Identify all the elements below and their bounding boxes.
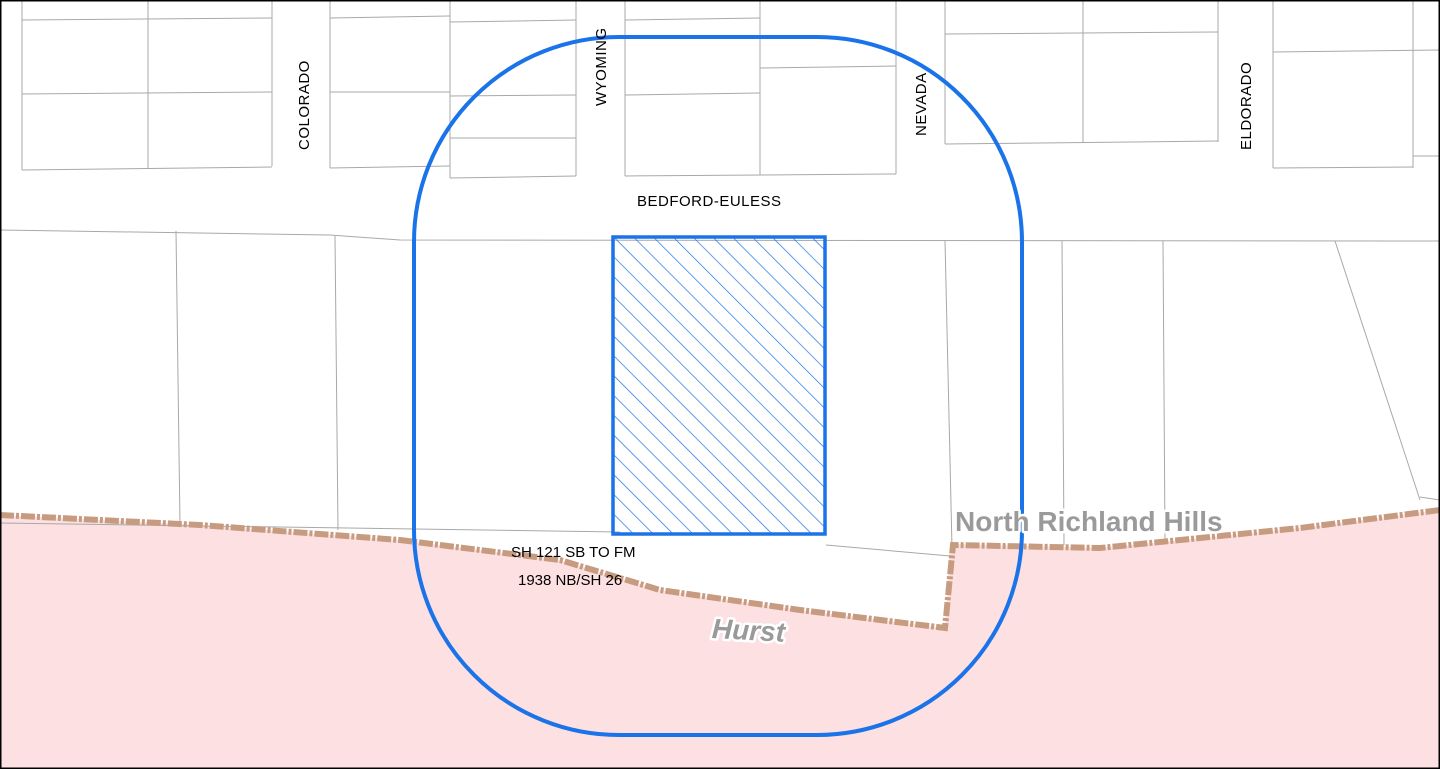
street-label-colorado: COLORADO — [296, 60, 313, 150]
street-label-nevada: NEVADA — [913, 72, 930, 136]
street-label-eldorado: ELDORADO — [1238, 62, 1255, 150]
subject-property[interactable] — [611, 235, 827, 536]
hurst-area — [0, 510, 1440, 769]
street-label-wyoming: WYOMING — [593, 28, 610, 107]
city-label-hurst: Hurst — [711, 613, 787, 648]
notification-buffer — [412, 35, 1024, 737]
parcel-lines — [0, 0, 1440, 557]
city-boundary — [0, 507, 1440, 632]
street-label-sh121-line2: 1938 NB/SH 26 — [518, 572, 622, 589]
street-label-bedford-euless: BEDFORD-EULESS — [637, 193, 782, 210]
street-label-sh121-line1: SH 121 SB TO FM — [511, 544, 636, 561]
city-label-north-richland-hills: North Richland Hills — [955, 506, 1223, 537]
